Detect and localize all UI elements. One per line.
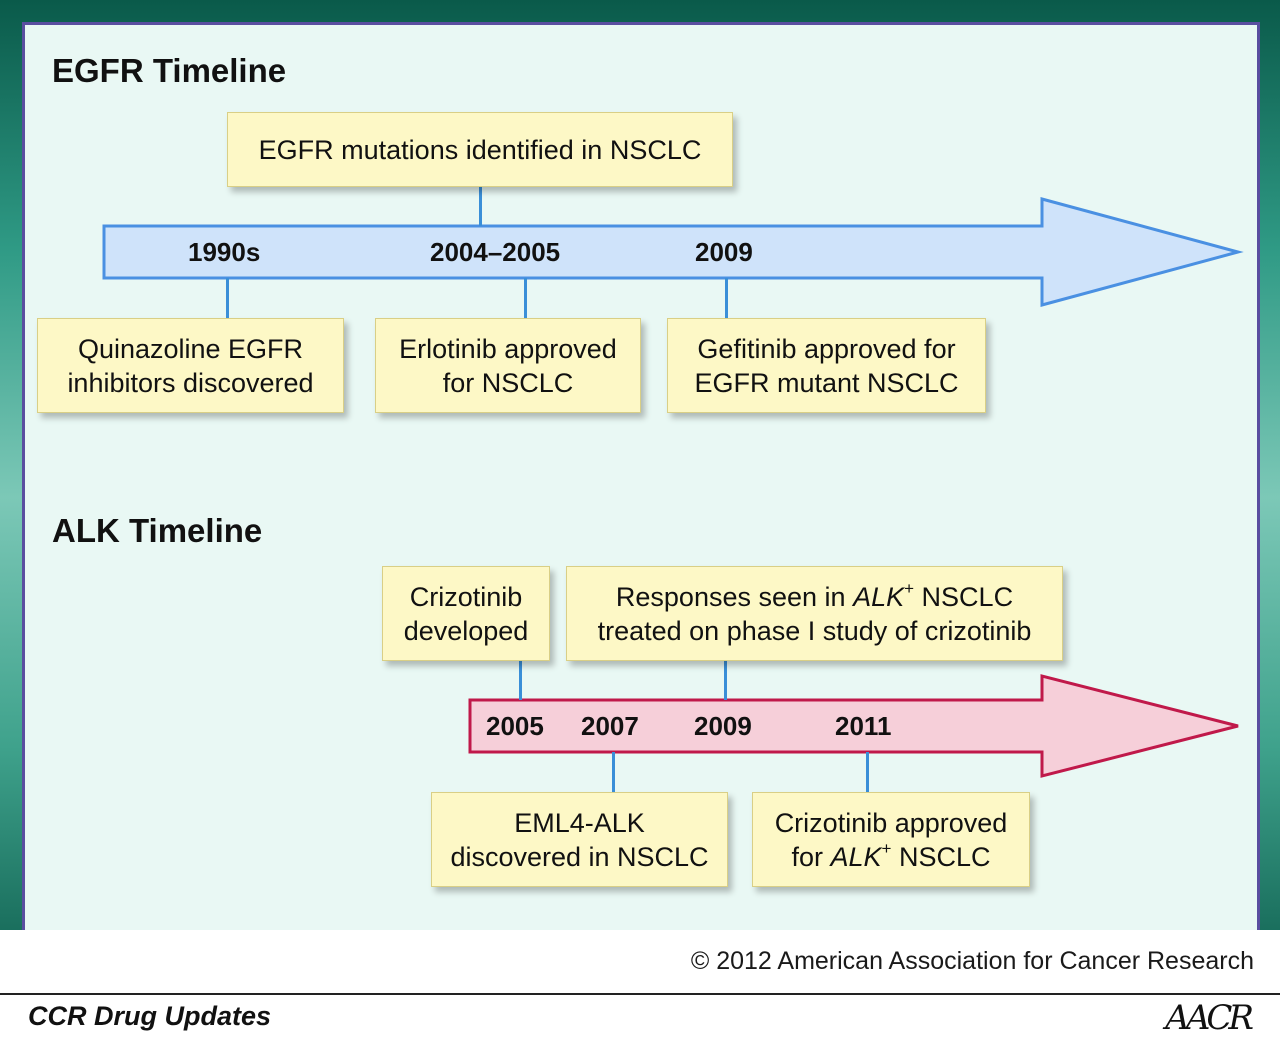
box-line: Crizotinib approved <box>774 807 1008 838</box>
superscript-plus: + <box>881 838 892 858</box>
alk-title: ALK Timeline <box>52 512 263 549</box>
alk-tick-2007 <box>612 752 615 793</box>
alk-tick-2005 <box>519 660 522 700</box>
box-line: treated on phase I study of crizotinib <box>597 615 1032 646</box>
egfr-mutations-box: EGFR mutations identified in NSCLC <box>227 112 733 187</box>
alk-tick-2009 <box>724 660 727 700</box>
egfr-quinazoline-box: Quinazoline EGFR inhibitors discovered <box>37 318 344 413</box>
copyright-band <box>0 930 1280 994</box>
egfr-tick-1990s <box>226 278 229 319</box>
text-part: NSCLC <box>914 581 1014 612</box>
egfr-erlotinib-box: Erlotinib approved for NSCLC <box>375 318 641 413</box>
box-line: inhibitors discovered <box>67 367 314 398</box>
aacr-logo: AACR <box>1165 998 1254 1038</box>
alk-eml4-box: EML4-ALK discovered in NSCLC <box>431 792 728 887</box>
box-line: discovered in NSCLC <box>450 841 709 872</box>
egfr-arrow <box>102 197 1244 307</box>
box-line: Erlotinib approved <box>399 333 617 364</box>
box-line: Crizotinib <box>409 581 523 612</box>
copyright-text: © 2012 American Association for Cancer R… <box>690 947 1254 975</box>
box-line: for NSCLC <box>442 367 574 398</box>
egfr-year-1990s: 1990s <box>188 237 261 267</box>
box-line: developed <box>403 615 529 646</box>
text-part: Responses seen in <box>615 581 854 612</box>
alk-crizotinib-approved-box: Crizotinib approved for ALK+ NSCLC <box>752 792 1030 887</box>
alk-year-2007: 2007 <box>581 711 639 741</box>
alk-tick-2011 <box>866 752 869 793</box>
alk-year-2009: 2009 <box>694 711 752 741</box>
text-part: for <box>791 841 831 872</box>
gene-name: ALK <box>853 581 905 612</box>
footer-title: CCR Drug Updates <box>28 1001 272 1031</box>
egfr-mutations-text: EGFR mutations identified in NSCLC <box>258 134 702 165</box>
egfr-gefitinib-box: Gefitinib approved for EGFR mutant NSCLC <box>667 318 986 413</box>
egfr-year-2004-2005: 2004–2005 <box>430 237 561 267</box>
gene-name: ALK <box>830 841 882 872</box>
alk-arrow <box>468 674 1239 778</box>
text-part: NSCLC <box>891 841 991 872</box>
alk-crizotinib-developed-box: Crizotinib developed <box>382 566 550 661</box>
alk-year-2005: 2005 <box>486 711 544 741</box>
alk-responses-box: Responses seen in ALK+ NSCLC treated on … <box>566 566 1063 661</box>
box-line: for ALK+ NSCLC <box>791 840 990 874</box>
footer-bar <box>0 993 1280 1044</box>
box-line: Gefitinib approved for <box>697 333 956 364</box>
alk-year-2011: 2011 <box>835 711 892 741</box>
egfr-year-2009: 2009 <box>695 237 753 267</box>
egfr-tick-2009 <box>725 278 728 319</box>
box-line: Quinazoline EGFR <box>77 333 304 364</box>
egfr-tick-mutations <box>479 186 482 226</box>
box-line: Responses seen in ALK+ NSCLC <box>616 580 1013 614</box>
superscript-plus: + <box>904 578 915 598</box>
box-line: EML4-ALK <box>514 807 645 838</box>
egfr-tick-2004 <box>524 278 527 319</box>
box-line: EGFR mutant NSCLC <box>694 367 959 398</box>
egfr-title: EGFR Timeline <box>52 52 287 89</box>
